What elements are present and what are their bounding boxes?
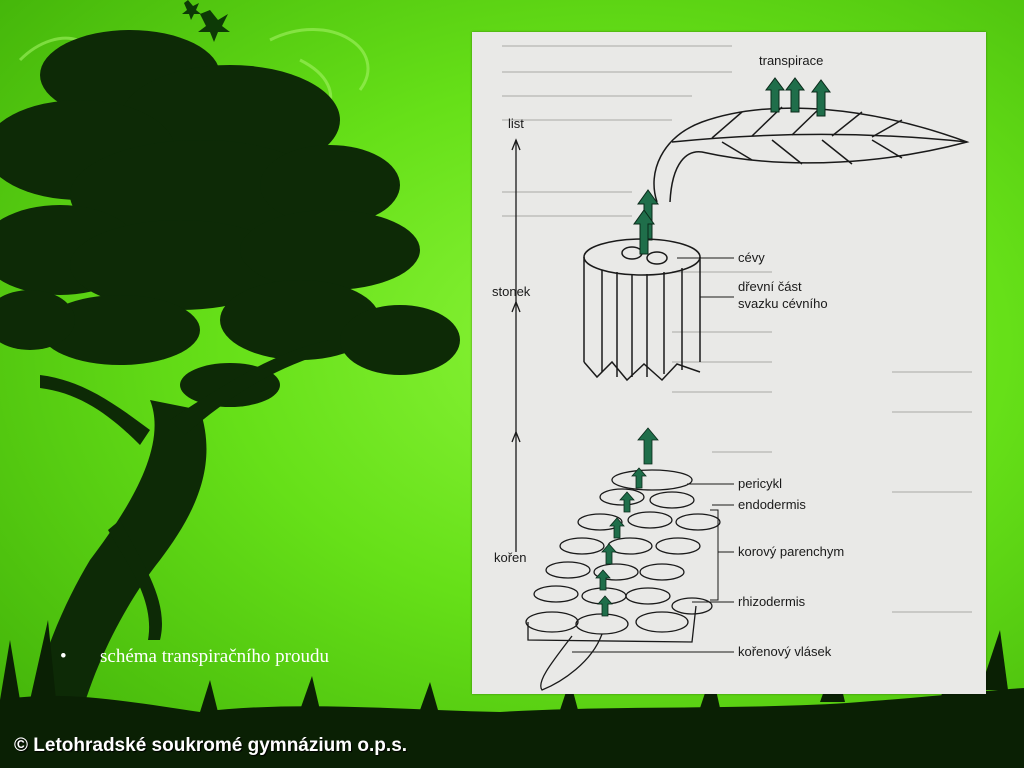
- tree-trunk: [20, 340, 330, 768]
- label-leader-lines: [572, 257, 734, 653]
- label-svazku-cevniho: svazku cévního: [738, 296, 828, 311]
- butterfly-icons: [182, 0, 230, 42]
- transpiration-diagram-image: transpirace list stonek kořen cévy dřevn…: [472, 32, 986, 694]
- label-cevy: cévy: [738, 250, 765, 265]
- label-list: list: [508, 116, 524, 131]
- label-korovy-parenchym: korový parenchym: [738, 544, 844, 559]
- footer-copyright: © Letohradské soukromé gymnázium o.p.s.: [14, 735, 408, 756]
- bullet-text: schéma transpiračního proudu: [100, 646, 329, 667]
- bullet-item: • schéma transpiračního proudu: [60, 645, 329, 669]
- root-cross-section-drawing: [525, 469, 721, 691]
- label-rhizodermis: rhizodermis: [738, 594, 806, 609]
- leaf-drawing: [653, 105, 970, 203]
- tree-canopy: [0, 30, 460, 407]
- background-print-texture: [502, 45, 972, 613]
- label-koren: kořen: [494, 550, 527, 565]
- vertical-flow-axis: [511, 138, 521, 552]
- label-korenovy-vlasek: kořenový vlásek: [738, 644, 832, 659]
- stem-inner-arrow: [633, 209, 655, 255]
- label-transpirace: transpirace: [759, 53, 823, 68]
- label-pericykl: pericykl: [738, 476, 782, 491]
- label-endodermis: endodermis: [738, 497, 806, 512]
- transpiration-arrows: [765, 77, 831, 117]
- label-stonek: stonek: [492, 284, 531, 299]
- label-drevni-cast: dřevní část: [738, 279, 802, 294]
- bullet-marker: •: [60, 646, 67, 667]
- root-flow-arrows: [595, 427, 659, 617]
- stem-xylem-drawing: [583, 238, 701, 382]
